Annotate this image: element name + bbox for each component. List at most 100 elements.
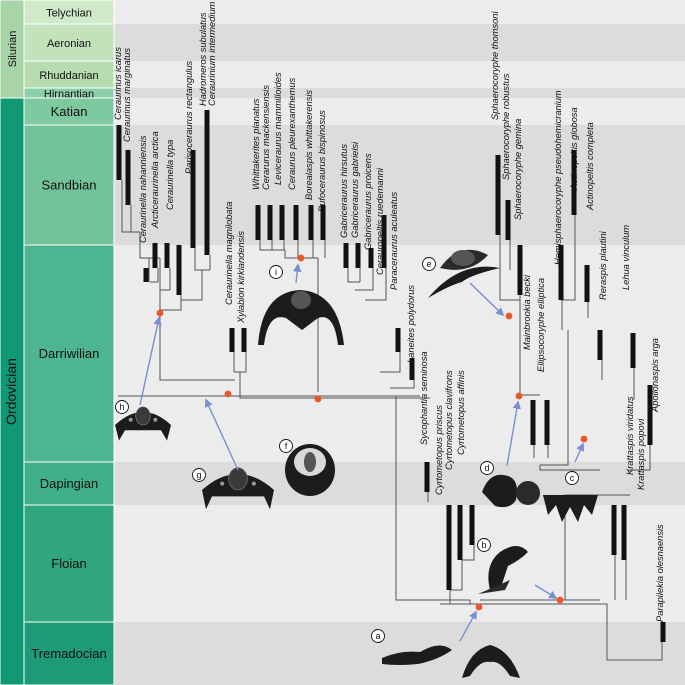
branch-22 <box>347 268 360 283</box>
range-bar-apollonaspis-arga <box>647 385 653 445</box>
range-bar-krattaspis-popovi <box>621 505 627 560</box>
taxon-label-arcticeraurinella-arctica: Arcticeraurinella arctica <box>150 131 160 229</box>
branch-25 <box>365 268 387 301</box>
range-bar-bufoceraurus-bispinosus <box>320 205 326 240</box>
taxon-label-whittakerites-planatus: Whittakerites planatus <box>251 98 261 190</box>
badge-c: c <box>565 471 579 485</box>
branch-8 <box>194 248 210 271</box>
arrow-3 <box>469 282 505 317</box>
trilobite-illustrations <box>115 249 598 678</box>
node-dot-1 <box>224 390 232 398</box>
range-bar-cyrtometopus-priscus <box>446 505 452 590</box>
node-dot-5 <box>515 392 523 400</box>
period-label-silurian: Silurian <box>7 31 19 68</box>
branch-32 <box>395 396 470 601</box>
branch-0 <box>121 180 140 233</box>
stage-label-katian: Katian <box>51 104 88 119</box>
trilobite-b-illustration <box>478 546 528 594</box>
range-bar-sphaerocoryphe-gemina <box>517 245 523 295</box>
taxon-label-lehua-vinculum: Lehua vinculum <box>621 225 631 290</box>
stage-box-katian <box>23 97 115 126</box>
branch-10 <box>181 270 203 301</box>
stage-box-sandbian <box>23 124 115 246</box>
badge-i-label: i <box>275 267 277 277</box>
range-bar-ellipsocoryphe-elliptica <box>544 400 550 445</box>
node-dot-0 <box>156 309 164 317</box>
range-bar-xylabion-kirklandensis <box>241 328 247 352</box>
taxon-label-sphaerocoryphe-gemina: Sphaerocoryphe gemina <box>513 119 523 220</box>
range-bar-gabriceraurus-proicens <box>368 248 374 268</box>
taxon-label-ceraurus-pleurexanthemus: Ceraurus pleurexanthemus <box>287 78 297 190</box>
stage-box-darriwilian <box>23 244 115 463</box>
band-sandbian <box>114 125 685 245</box>
node-dot-4 <box>505 312 513 320</box>
taxon-label-paraceraurus-aculeatus: Paraceraurus aculeatus <box>389 191 399 290</box>
arrow-4 <box>506 400 522 467</box>
trilobite-h-illustration <box>115 406 171 441</box>
badge-g: g <box>192 468 206 482</box>
branch-29 <box>239 390 430 399</box>
taxon-label-gabriceraurus-proicens: Gabriceraurus proicens <box>363 153 373 250</box>
taxon-label-actinopeltis-globosa: Actinopeltis globosa <box>569 107 579 191</box>
trilobite-c-illustration <box>543 495 598 522</box>
taxon-label-ceraurinium-intermedium: Ceraurinium intermedium <box>207 1 217 106</box>
branch-59 <box>480 603 608 630</box>
stage-label-rhuddanian: Rhuddanian <box>39 70 98 82</box>
trilobite-g-illustration <box>202 467 274 510</box>
taxon-label-xylabion-kirklandensis: Xylabion kirklandensis <box>236 231 246 324</box>
range-bar-actinopeltis-globosa <box>571 150 577 215</box>
badge-e-label: e <box>426 259 431 269</box>
taxon-label-cerarurus-mackensiensis: Cerarurus mackensiensis <box>261 85 271 190</box>
badge-h: h <box>115 400 129 414</box>
range-bar-ceraurinus-marginatus <box>125 150 131 205</box>
stage-label-tremadocian: Tremadocian <box>31 646 106 661</box>
period-box-ordovician <box>0 97 25 685</box>
arrow-5 <box>574 442 585 463</box>
range-bar-ceraurinium-intermedium <box>204 110 210 255</box>
badge-b: b <box>477 538 491 552</box>
trilobite-a-illustration <box>382 645 520 678</box>
branch-11 <box>159 310 235 381</box>
range-bar-paraceraurus-aculeatus <box>395 328 401 352</box>
taxon-label-gabriceraurus-gabrielsi: Gabriceraurus gabrielsi <box>350 141 360 238</box>
branch-24 <box>355 268 374 291</box>
range-bar-reraspis-plautini <box>597 330 603 360</box>
taxon-label-parapilekia-olesnaensis: Parapilekia olesnaensis <box>655 524 665 622</box>
branch-48 <box>540 330 569 466</box>
node-dot-7 <box>475 603 483 611</box>
range-bar-hadromeros-subulatus <box>190 150 196 248</box>
taxon-label-actinopeltis-completa: Actinopeltis completa <box>585 122 595 211</box>
band-aeronian <box>114 24 685 61</box>
range-bar-lehua-vinculum <box>630 333 636 368</box>
range-bar-gabriceraurus-gabrielsi <box>355 243 361 268</box>
taxon-label-ceraurinella-typa: Ceraurinella typa <box>165 140 175 210</box>
taxon-label-ceraurinella-nahanniensis: Ceraurinella nahanniensis <box>138 135 148 243</box>
range-bar-mainbrookia-becki <box>530 400 536 445</box>
range-bar-hemisphaerocoryphe-pseudohemicranium <box>558 245 564 300</box>
taxon-label-sphaerocoryphe-robustus: Sphaerocoryphe robustus <box>501 73 511 180</box>
range-bar-ceraurinella-magnilobata <box>229 328 235 352</box>
range-bar-gabriceraurus-hirsutus <box>343 243 349 268</box>
taxon-label-mainbrookia-becki: Mainbrookia becki <box>522 274 532 350</box>
band-hirnantian <box>114 88 685 98</box>
taxon-label-hadromeros-subulatus: Hadromeros subulatus <box>198 12 208 106</box>
taxon-label-sphaerocoryphe-thomsoni: Sphaerocoryphe thomsoni <box>490 11 500 120</box>
branch-4 <box>150 268 159 283</box>
trilobite-d-illustration <box>482 474 540 508</box>
badge-a: a <box>371 629 385 643</box>
badge-f: f <box>279 439 293 453</box>
node-dot-3 <box>297 254 305 262</box>
range-bar-parapilekia-olesnaensis <box>660 622 666 642</box>
band-telychian <box>114 0 685 24</box>
badge-a-label: a <box>375 631 380 641</box>
taxon-label-ceraurinus-icarus: Ceraurinus icarus <box>113 47 123 120</box>
stage-label-telychian: Telychian <box>46 8 92 20</box>
stage-label-sandbian: Sandbian <box>42 178 97 193</box>
range-bar-krattaspis-viridatus <box>611 505 617 555</box>
range-bar-cyrtometopus-clavifrons <box>457 505 463 560</box>
taxon-label-laneites-polydorus: Laneites polydorus <box>406 285 416 363</box>
range-bar-ceraurinus-icarus <box>116 125 122 180</box>
badge-d: d <box>480 461 494 475</box>
stage-label-darriwilian: Darriwilian <box>39 346 100 361</box>
